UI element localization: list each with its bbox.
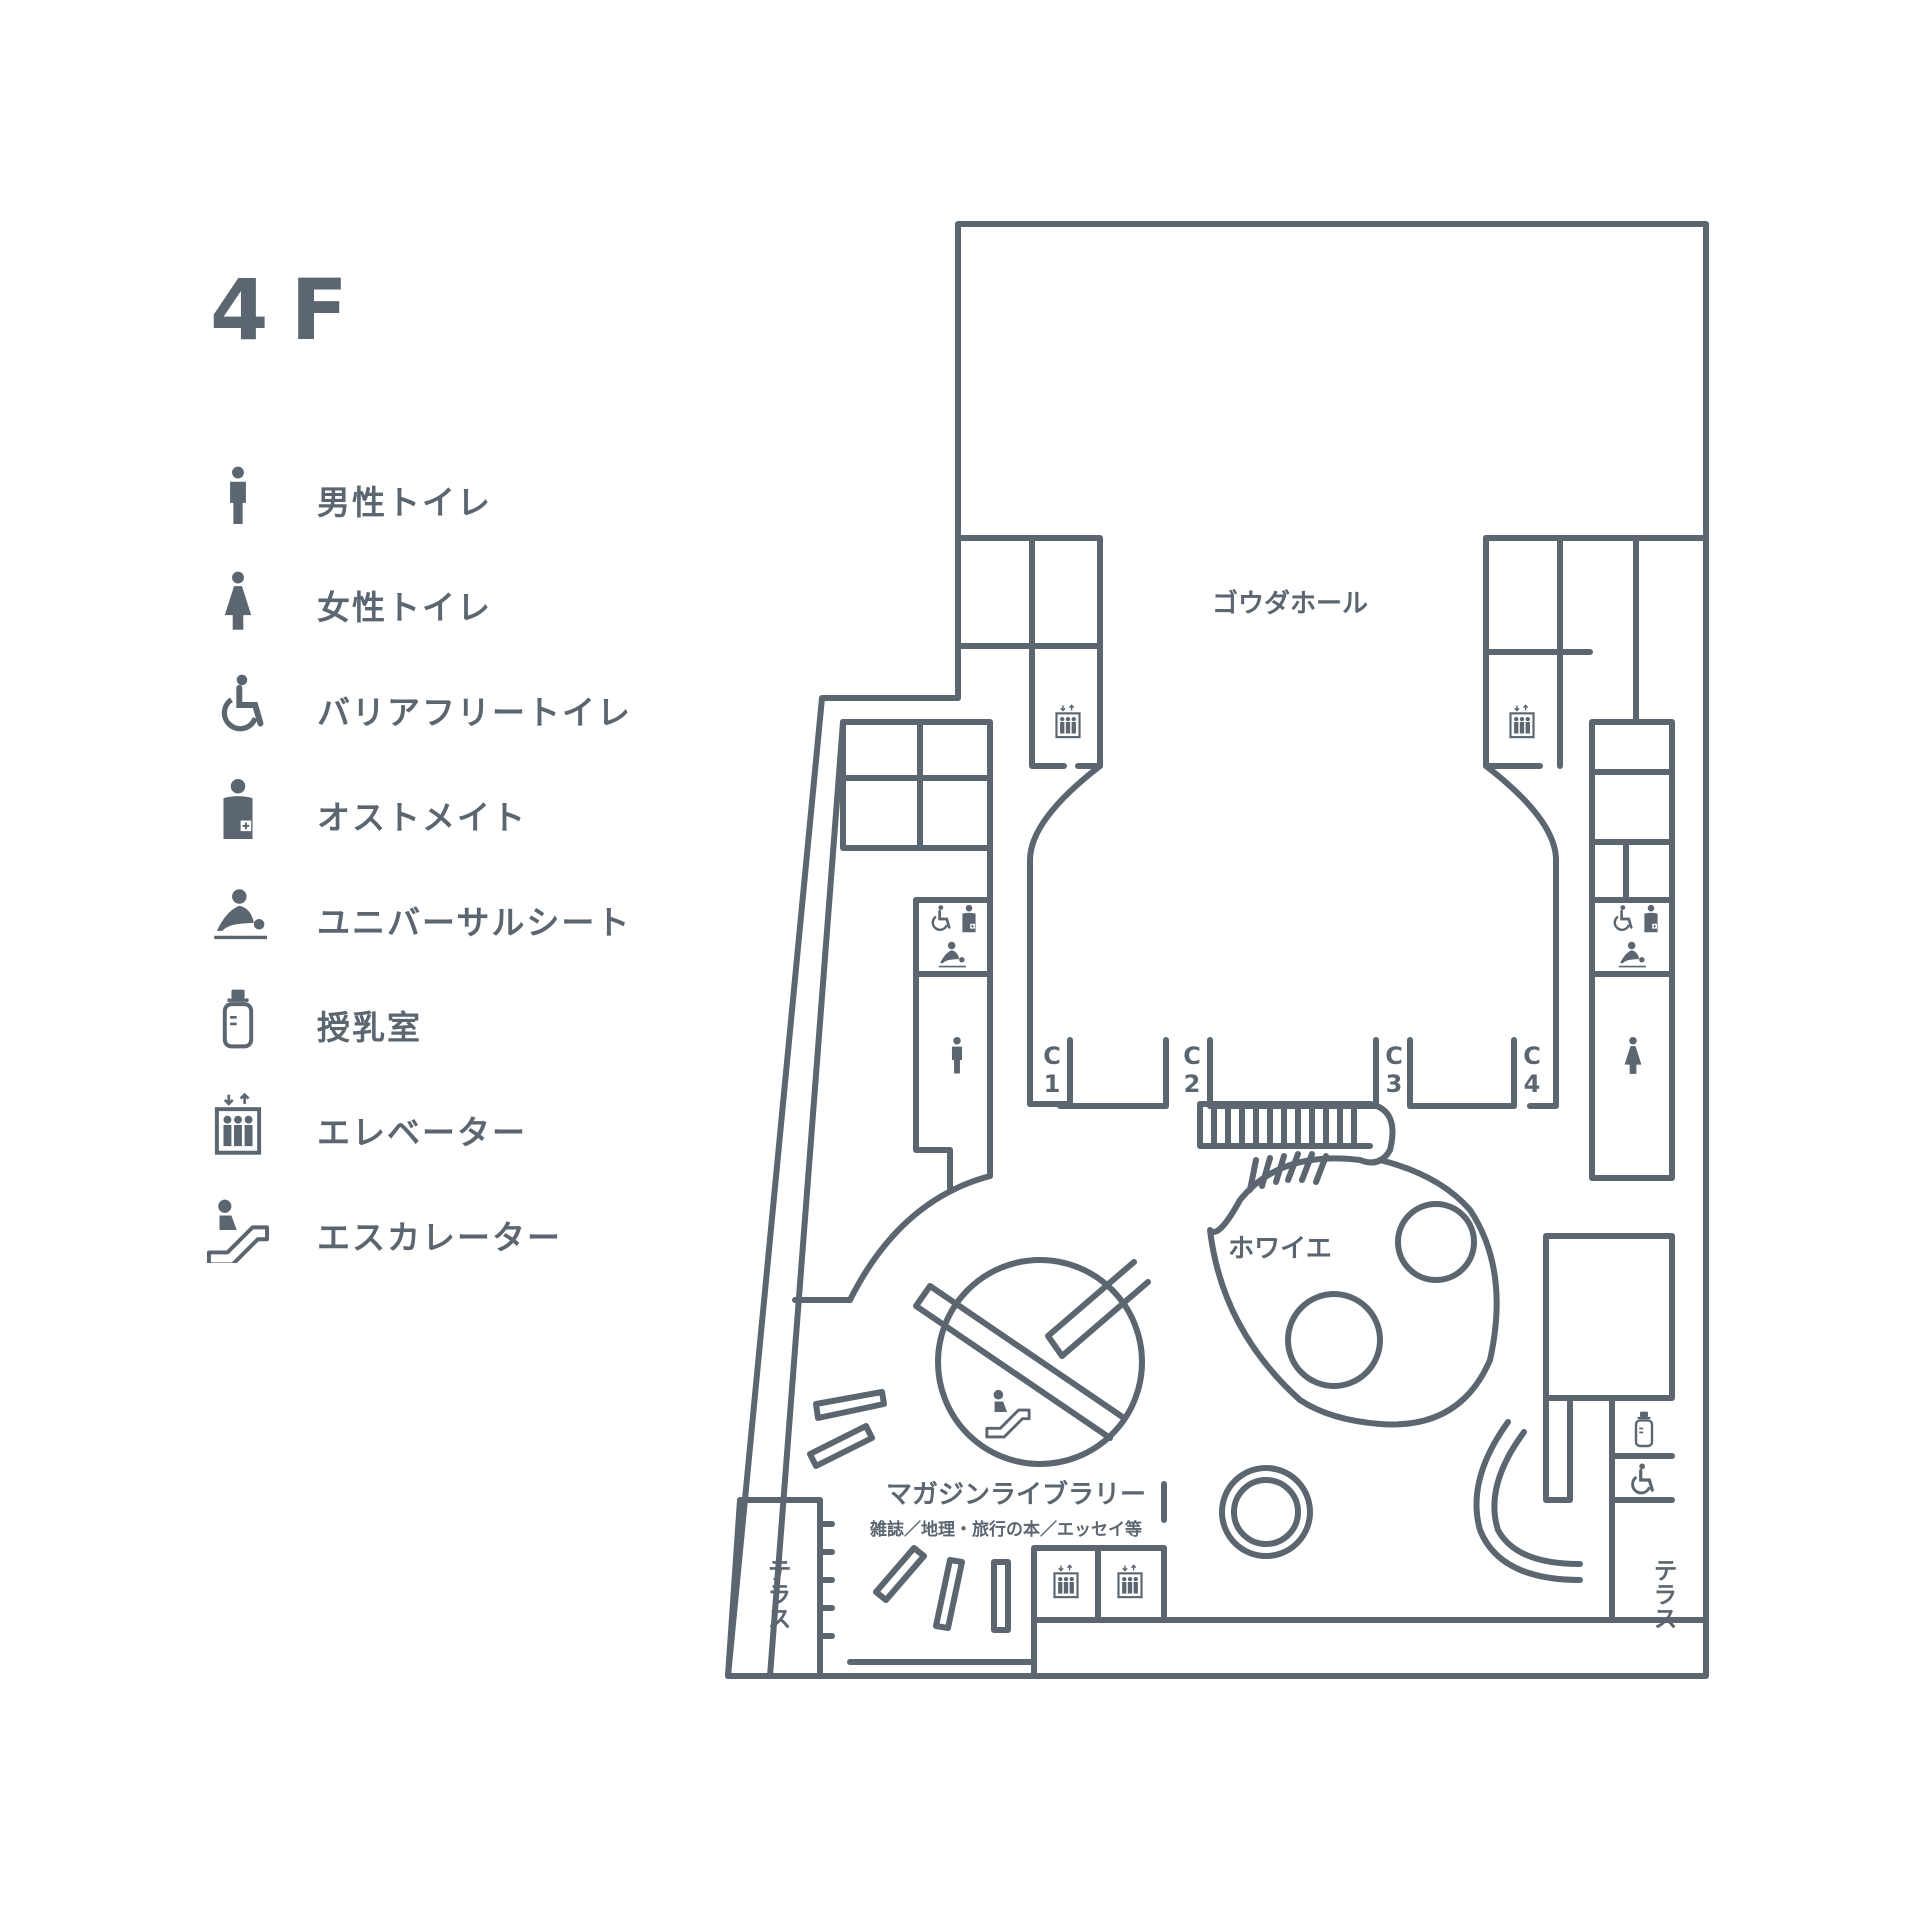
- legend-label: オストメイト: [317, 798, 527, 837]
- female-toilet-icon: [1624, 1036, 1642, 1074]
- legend-label: バリアフリートイレ: [317, 693, 632, 732]
- legend-label: エレベーター: [317, 1113, 527, 1152]
- elevator-icon: [1053, 1564, 1079, 1599]
- ostomate-icon: [961, 904, 977, 933]
- door-label-c2-number: 2: [1184, 1070, 1201, 1098]
- elevator-icon: [1117, 1564, 1143, 1599]
- nursing-room-icon: [1634, 1410, 1654, 1448]
- door-label-c4-letter: C: [1523, 1042, 1541, 1070]
- legend: 男性トイレ 女性トイレ バリアフリートイレ オストメイト ユニバーサルシート 授…: [205, 462, 665, 1302]
- legend-label: 授乳室: [317, 1008, 422, 1047]
- legend-label: ユニバーサルシート: [317, 903, 632, 942]
- legend-item-male-toilet: 男性トイレ: [205, 462, 665, 567]
- legend-item-universal-seat: ユニバーサルシート: [205, 882, 665, 987]
- door-label-c2-letter: C: [1183, 1042, 1201, 1070]
- door-label-c4-number: 4: [1524, 1070, 1541, 1098]
- door-label-c3-number: 3: [1386, 1070, 1403, 1098]
- legend-label: 男性トイレ: [317, 483, 492, 522]
- universal-seat-icon: [937, 940, 967, 968]
- escalator-icon: [985, 1388, 1031, 1439]
- wheelchair-icon: [1613, 903, 1633, 932]
- wheelchair-icon: [1630, 1461, 1654, 1495]
- room-label-terrace-right: テラス: [1649, 1558, 1677, 1630]
- ostomate-icon: [1643, 904, 1659, 933]
- universal-seat-icon: [1617, 940, 1647, 968]
- door-label-c1-number: 1: [1044, 1070, 1061, 1098]
- floor-title: 4F: [210, 261, 370, 359]
- door-label-c1-letter: C: [1043, 1042, 1061, 1070]
- room-label-magazine-library-sub: 雑誌／地理・旅行の本／エッセイ等: [869, 1519, 1142, 1540]
- outer-wall: [725, 221, 1709, 1679]
- foyer-wall: [1197, 1101, 1500, 1428]
- outer-lower-left: [725, 1497, 823, 1679]
- legend-item-ostomate: オストメイト: [205, 777, 665, 882]
- stairs: [1197, 1103, 1373, 1149]
- legend-item-nursing-room: 授乳室: [205, 987, 665, 1092]
- room-label-godo-hall: ゴウダホール: [1212, 588, 1368, 619]
- elevator-icon: [1055, 704, 1081, 739]
- room-label-terrace-left: テラス: [763, 1558, 791, 1630]
- legend-item-female-toilet: 女性トイレ: [205, 567, 665, 672]
- legend-item-escalator: エスカレーター: [205, 1197, 665, 1302]
- elevator-icon: [1509, 704, 1535, 739]
- legend-item-barrier-free-toilet: バリアフリートイレ: [205, 672, 665, 777]
- wheelchair-icon: [931, 903, 951, 932]
- legend-label: エスカレーター: [317, 1218, 562, 1257]
- room-label-foyer: ホワイエ: [1228, 1234, 1332, 1264]
- legend-label: 女性トイレ: [317, 588, 492, 627]
- room-label-magazine-library: マガジンライブラリー: [886, 1479, 1146, 1510]
- door-label-c3-letter: C: [1385, 1042, 1403, 1070]
- legend-item-elevator: エレベーター: [205, 1092, 665, 1197]
- male-toilet-icon: [951, 1036, 963, 1074]
